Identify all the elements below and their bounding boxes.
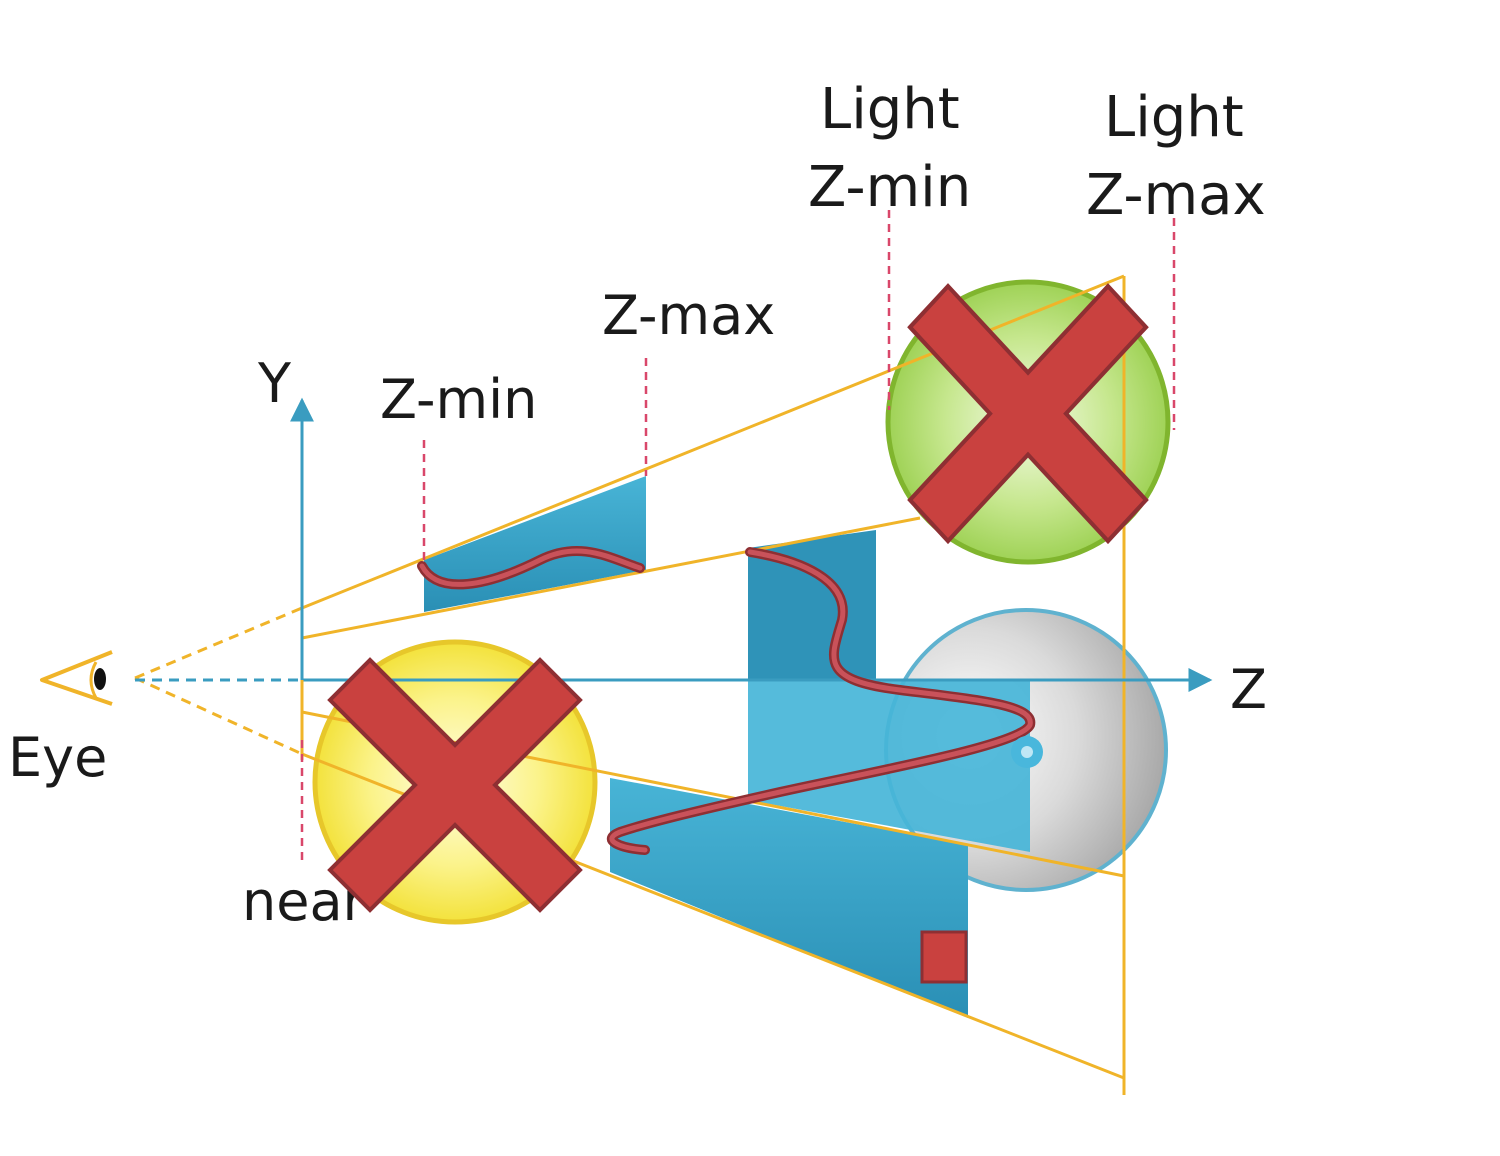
square-marker-icon <box>920 930 968 984</box>
depth-markers <box>300 210 1176 865</box>
light-zmax-label-line2: Z-max <box>1086 163 1266 228</box>
z-axis-label: Z <box>1230 658 1267 721</box>
zmin-label: Z-min <box>380 368 537 431</box>
gear-icon <box>1011 736 1043 768</box>
light-zmin-label-line1: Light <box>820 77 960 142</box>
light-zmax-label-line1: Light <box>1104 85 1244 150</box>
eye-label: Eye <box>8 726 107 789</box>
light-zmin-label-line2: Z-min <box>808 155 971 220</box>
cross-icon-green <box>907 283 1149 545</box>
axes <box>135 397 1213 760</box>
zmax-label: Z-max <box>602 284 775 347</box>
cross-icon-yellow <box>327 657 583 913</box>
eye-icon <box>40 650 113 706</box>
depth-curve <box>417 546 1036 855</box>
tile-middle-column <box>748 530 876 680</box>
tile-bottom-slice <box>610 778 968 1018</box>
y-axis-label: Y <box>257 352 292 415</box>
